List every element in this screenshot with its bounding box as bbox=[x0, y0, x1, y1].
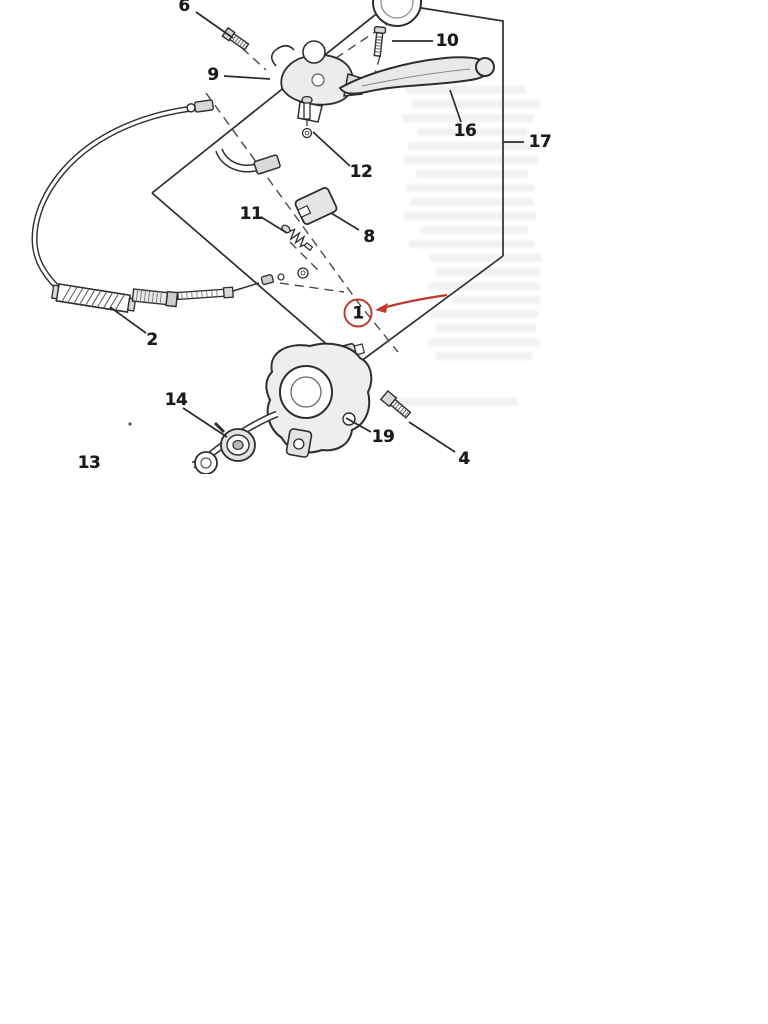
spring-screw-11 bbox=[281, 224, 314, 252]
callout-16: 16 bbox=[453, 121, 477, 141]
bolt-4 bbox=[379, 389, 412, 419]
hose-fitting bbox=[215, 148, 281, 175]
callout-6: 6 bbox=[178, 0, 190, 16]
reservoir-cap bbox=[372, 0, 422, 27]
leader-lines bbox=[109, 11, 462, 453]
callout-2: 2 bbox=[146, 330, 158, 350]
screw-10 bbox=[373, 25, 387, 57]
callout-1-highlighted: 1 bbox=[343, 298, 373, 328]
red-annotation-arrow bbox=[375, 293, 448, 313]
switch-8 bbox=[294, 187, 338, 225]
switch-housing-19 bbox=[191, 342, 373, 469]
plug-14 bbox=[213, 421, 256, 462]
callout-11: 11 bbox=[239, 204, 263, 224]
bolt-6 bbox=[221, 26, 250, 51]
callout-9: 9 bbox=[207, 65, 219, 85]
ring-13 bbox=[194, 451, 218, 475]
callout-19: 19 bbox=[371, 427, 395, 447]
callout-8: 8 bbox=[363, 227, 375, 247]
pivot-screw-12 bbox=[301, 95, 313, 139]
callout-17: 17 bbox=[528, 132, 552, 152]
speck bbox=[128, 422, 132, 426]
callout-10: 10 bbox=[435, 31, 459, 51]
callout-4: 4 bbox=[458, 449, 470, 469]
callout-13: 13 bbox=[77, 453, 101, 473]
scan-crop-bottom bbox=[0, 474, 768, 1024]
callout-12: 12 bbox=[349, 162, 373, 182]
bleed-through-text bbox=[398, 86, 542, 406]
clutch-lever bbox=[338, 56, 495, 95]
callout-14: 14 bbox=[164, 390, 188, 410]
clutch-cable bbox=[31, 99, 309, 313]
